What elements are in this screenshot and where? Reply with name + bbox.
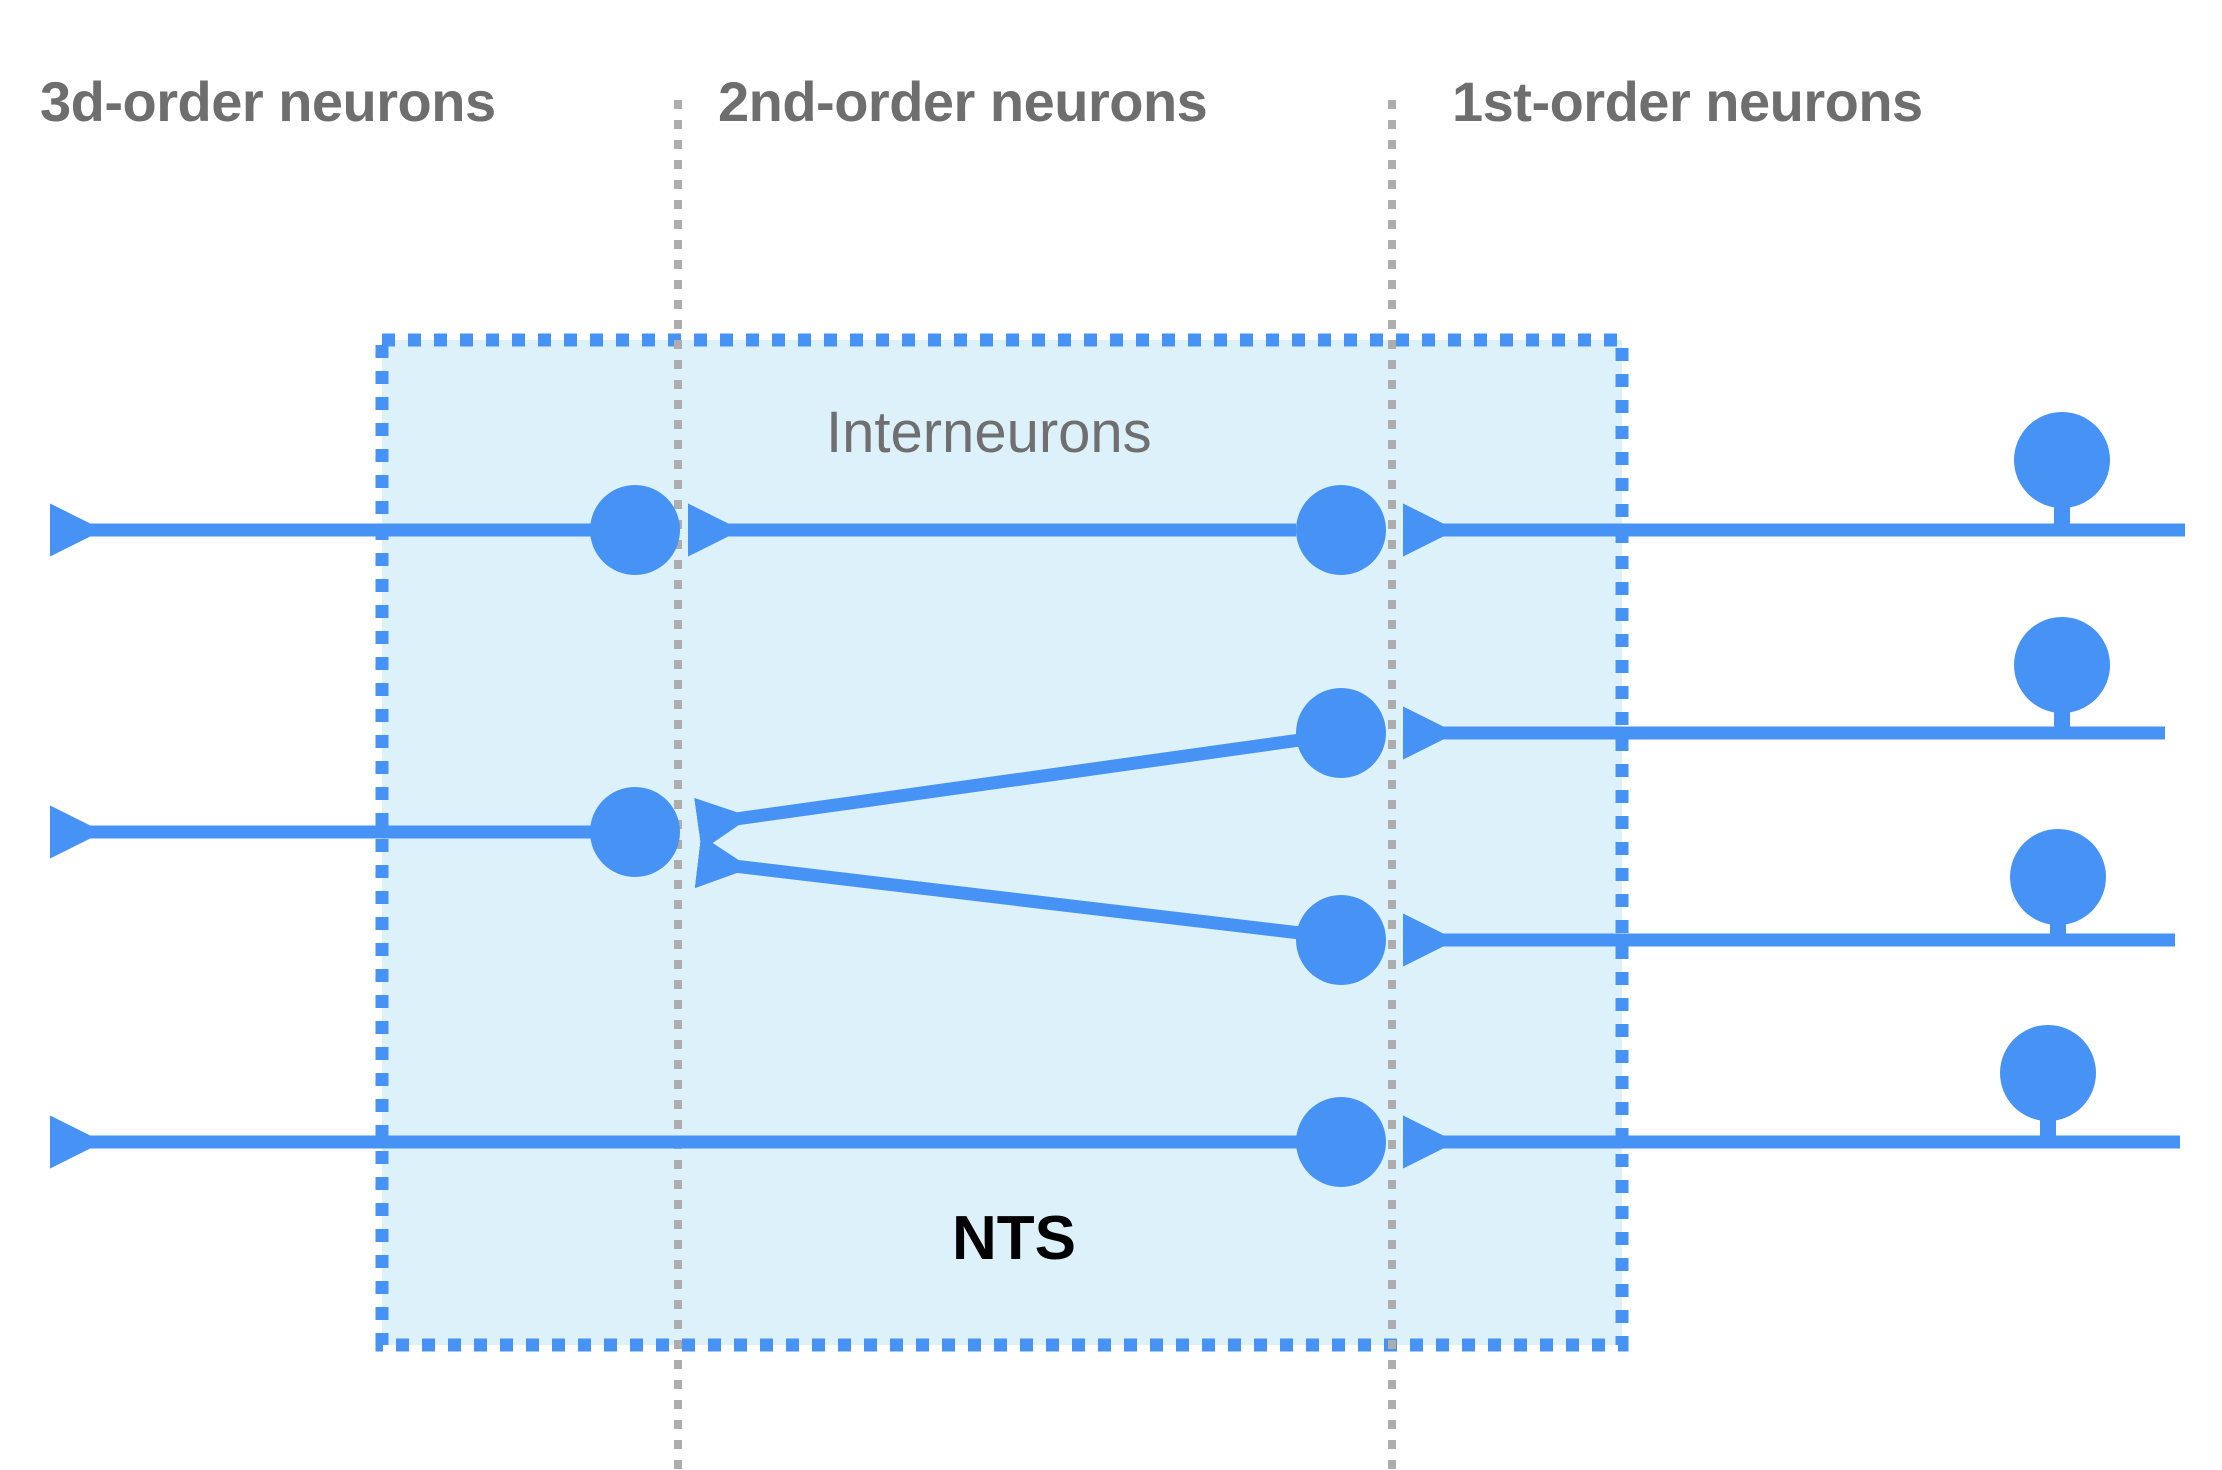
nts-region-box [375,333,1629,1352]
column-label-2nd-order: 2nd-order neurons [718,70,1208,133]
second-order-node-3 [1296,895,1386,985]
first-order-soma-2 [2014,617,2110,713]
relay-arrow-3 [694,835,1301,940]
relay-arrow-2 [694,733,1301,851]
first-order-soma-4 [2000,1025,2096,1121]
region-label-interneurons: Interneurons [826,400,1152,465]
column-label-3rd-order: 3d-order neurons [40,70,496,133]
second-order-node-1 [1296,485,1386,575]
third-order-node-1 [590,485,680,575]
second-order-node-4 [1296,1097,1386,1187]
first-order-soma-1 [2014,412,2110,508]
second-order-node-2 [1296,688,1386,778]
region-label-nts: NTS [952,1204,1076,1273]
column-label-1st-order: 1st-order neurons [1452,70,1923,133]
third-order-node-2 [590,787,680,877]
first-order-soma-3 [2010,829,2106,925]
